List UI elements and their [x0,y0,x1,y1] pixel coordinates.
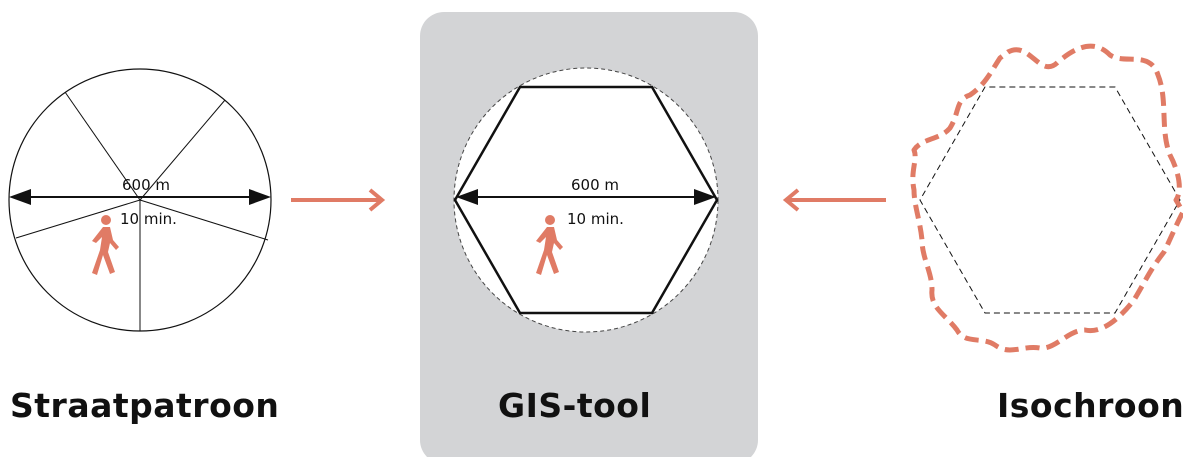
street-line [139,99,226,201]
arrow-left-icon [782,188,886,212]
dashed-circle [453,67,719,333]
isochrone-diagram [910,43,1183,353]
street-line [139,199,269,241]
distance-double-arrow [456,189,716,205]
street-line [15,199,141,239]
isochrone-outline [910,43,1183,353]
gis-tool-diagram: 600 m 10 min. [453,67,719,333]
time-label: 10 min. [567,210,624,228]
panel-title-isochroon: Isochroon [997,386,1183,425]
dashed-hexagon [919,86,1181,314]
distance-label: 600 m [122,176,170,194]
hexagon [453,85,719,315]
street-lines [15,91,269,331]
distance-double-arrow [9,189,271,205]
arrow-right-icon [291,188,386,212]
distance-label: 600 m [571,176,619,194]
street-line [64,91,141,201]
panel-title-gis-tool: GIS-tool [498,386,652,425]
street-pattern-diagram: 600 m 10 min. [8,68,272,332]
panel-title-straatpatroon: Straatpatroon [10,386,280,425]
time-label: 10 min. [120,210,177,228]
